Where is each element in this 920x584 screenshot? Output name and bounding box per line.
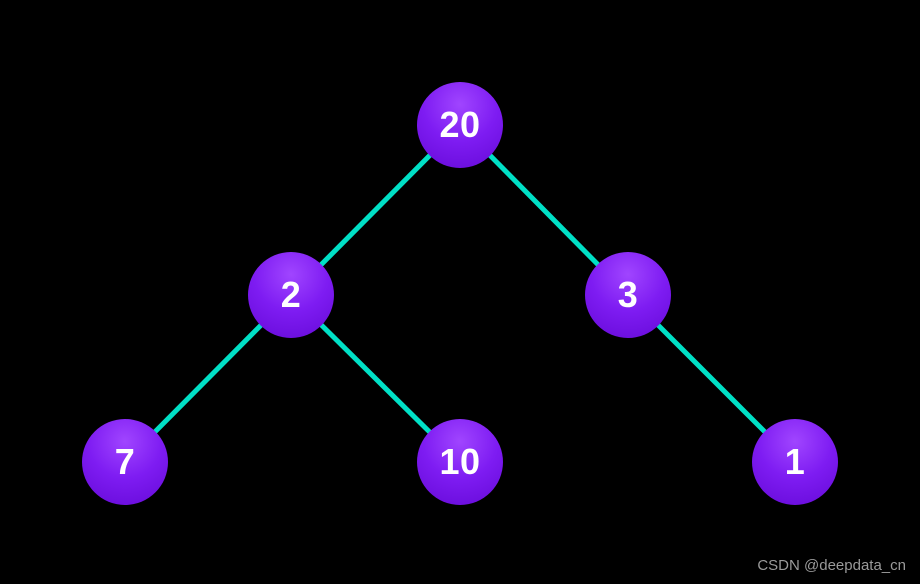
tree-node-label: 3 — [617, 274, 639, 315]
tree-node-label: 7 — [114, 441, 136, 482]
tree-node-label: 20 — [439, 104, 481, 145]
tree-node-label: 10 — [439, 441, 481, 482]
tree-node-7: 7 — [82, 419, 168, 505]
tree-node-label: 2 — [280, 274, 302, 315]
tree-node-1: 1 — [752, 419, 838, 505]
tree-node-20: 20 — [417, 82, 503, 168]
tree-node-10: 10 — [417, 419, 503, 505]
watermark-text: CSDN @deepdata_cn — [757, 557, 906, 574]
tree-node-3: 3 — [585, 252, 671, 338]
tree-node-label: 1 — [784, 441, 806, 482]
tree-node-2: 2 — [248, 252, 334, 338]
